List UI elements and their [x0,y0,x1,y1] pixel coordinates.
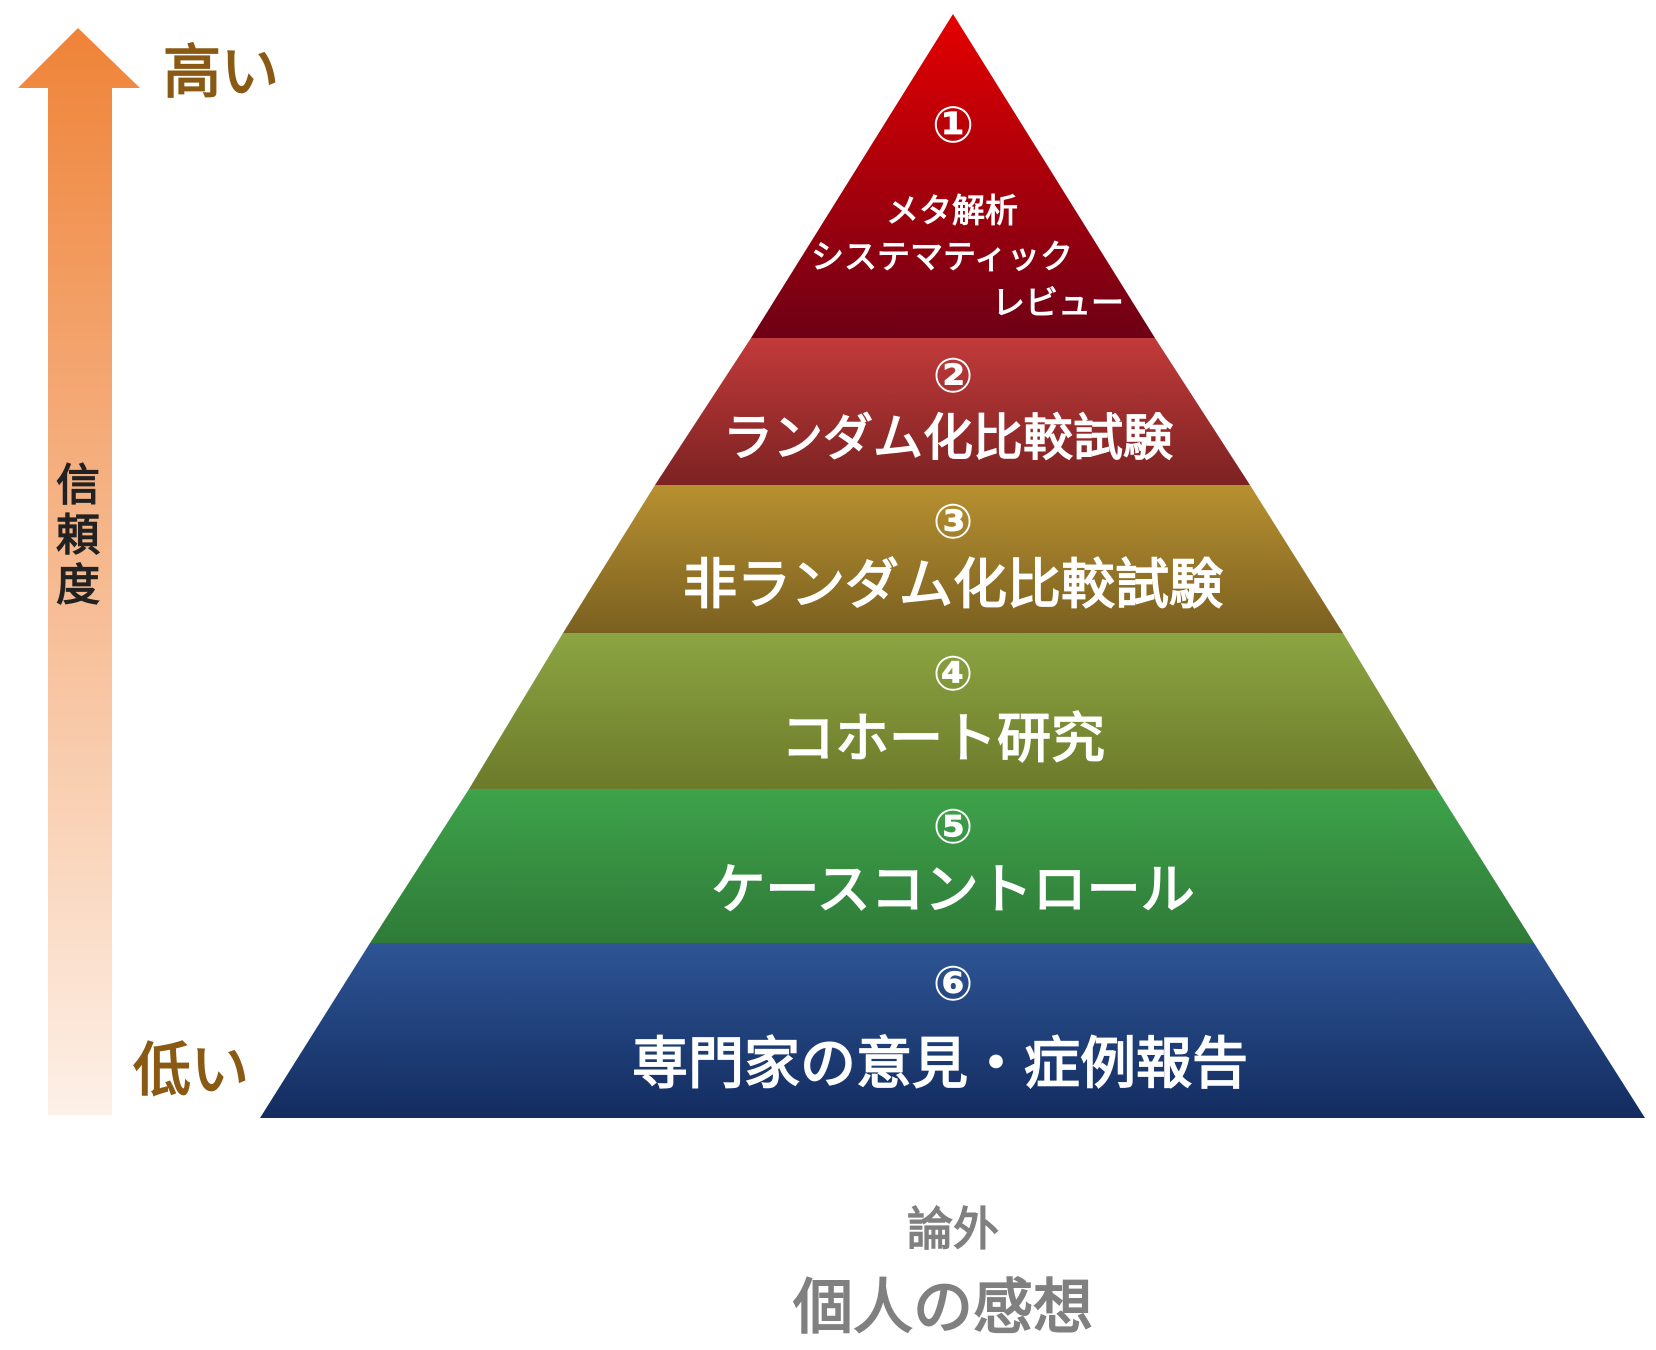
tier-3-label: 非ランダム化比較試験 [683,553,1224,616]
tier-1-number: ① [932,96,974,154]
pyramid-tier-3 [563,485,1343,633]
axis-title-char: 度 [56,560,100,611]
tier-6-label: 専門家の意見・症例報告 [632,1032,1248,1097]
pyramid-tier-6 [260,943,1645,1118]
pyramid-tier-4 [469,633,1437,789]
pyramid-tier-5 [370,789,1534,943]
outside-label: 論外 [907,1202,999,1256]
axis-title-char: 頼 [56,510,101,561]
tier-5-number: ⑤ [933,799,974,855]
axis-high-label: 高い [163,38,279,106]
tier-5-label: ケースコントロール [711,858,1194,921]
tier-2-label: ランダム化比較試験 [723,409,1174,467]
tier-6-number: ⑥ [933,956,974,1012]
axis-title: 信頼度 [56,460,101,611]
outside-text: 個人の感想 [792,1273,1093,1343]
axis-title-char: 信 [56,460,100,511]
tier-1-label-line-3: レビュー [992,283,1124,322]
tier-4-number: ④ [933,646,974,702]
pyramid [260,14,1645,1118]
pyramid-tier-1 [751,14,1155,338]
tier-2-number: ② [933,348,974,404]
pyramid-tier-2 [655,338,1250,485]
tier-3-number: ③ [933,494,974,550]
axis-low-label: 低い [133,1036,249,1104]
tier-1-label-line-1: メタ解析 [886,191,1018,230]
tier-1-label-line-2: システマティック [811,237,1073,276]
tier-4-label: コホート研究 [781,707,1105,770]
reliability-arrow-icon [18,28,140,1115]
reliability-arrow [18,28,140,1115]
